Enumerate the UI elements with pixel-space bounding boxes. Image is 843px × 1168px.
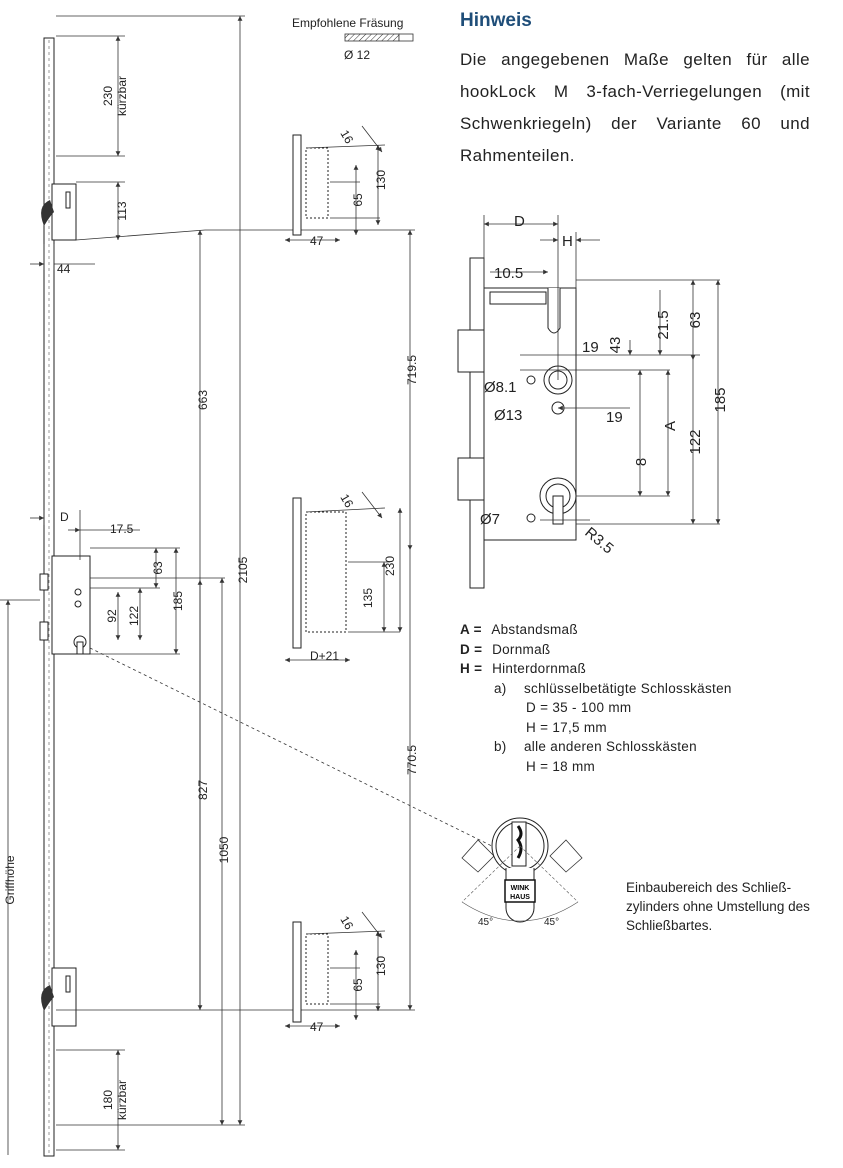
detail-d: D	[514, 213, 525, 230]
cylinder-caption: Einbaubereich des Schließ-zylinders ohne…	[626, 880, 810, 933]
legend-label-d: Dornmaß	[492, 641, 551, 657]
cylinder-angle-right: 45°	[544, 917, 559, 928]
dim-1050: 1050	[217, 836, 231, 863]
strike-top-47: 47	[310, 234, 324, 248]
detail-h: H	[562, 233, 573, 250]
legend-key-d: D =	[460, 641, 483, 657]
detail-19b: 19	[606, 409, 623, 426]
legend-key-a: A =	[460, 622, 482, 637]
strike-mid-230: 230	[383, 556, 397, 576]
detail-a: A	[662, 421, 679, 431]
milling-title: Empfohlene Fräsung	[292, 16, 404, 30]
detail-10-5: 10.5	[494, 265, 523, 282]
legend-sub-a-label: schlüsselbetätigte Schlosskästen	[524, 680, 732, 696]
strike-plate-bottom: 16 65 130 47	[285, 911, 388, 1034]
dim-663: 663	[196, 390, 210, 410]
detail-185: 185	[712, 387, 729, 412]
cylinder-angle-left: 45°	[478, 917, 493, 928]
winkhaus-logo	[504, 879, 536, 903]
main-lock-strip	[39, 37, 91, 1157]
detail-19a: 19	[582, 339, 599, 356]
lock-case-detail: D H 10.5 63 21.5 19 43 Ø8.1 Ø13 19 A 122…	[457, 213, 729, 589]
milling-note: Empfohlene Fräsung Ø 12	[292, 16, 414, 62]
dim-backset: 17.5	[110, 522, 134, 536]
dim-bottom-cut: 180	[101, 1090, 115, 1110]
strike-plate-top: 16 65 130 47	[285, 125, 388, 248]
strike-bottom-65: 65	[351, 978, 365, 992]
legend-label-a: Abstandsmaß	[491, 622, 578, 637]
legend-sub-b-label: alle anderen Schlosskästen	[524, 739, 697, 754]
dim-122: 122	[127, 606, 141, 626]
svg-text:WINK: WINK	[511, 885, 530, 892]
detail-43: 43	[607, 337, 624, 354]
detail-o8-1: Ø8.1	[484, 379, 517, 396]
key-profile-icon	[516, 825, 523, 859]
strike-mid-d21: D+21	[310, 649, 339, 663]
legend: A = Abstandsmaß D = Dornmaß H = Hinterdo…	[460, 620, 732, 776]
dim-top-cut: 230	[101, 86, 115, 106]
strike-bottom-16: 16	[337, 914, 356, 933]
bottom-hook-bolt	[41, 967, 77, 1027]
dim-width: 44	[57, 262, 71, 276]
strike-bottom-47: 47	[310, 1020, 324, 1034]
detail-o7: Ø7	[480, 511, 500, 528]
strike-bottom-130: 130	[374, 956, 388, 976]
dim-92: 92	[105, 609, 119, 623]
strike-top-16: 16	[337, 128, 356, 147]
dim-handle-height: Griffhöhe	[3, 855, 17, 904]
dim-hook-top: 113	[115, 201, 129, 220]
detail-8: 8	[633, 458, 650, 466]
dim-63: 63	[151, 561, 165, 575]
legend-key-h: H =	[460, 661, 483, 676]
milling-diameter: Ø 12	[344, 48, 371, 62]
dim-d: D	[60, 510, 69, 524]
detail-o13: Ø13	[494, 407, 522, 424]
hint-text: Die angegebenen Maße gelten für alle hoo…	[460, 50, 810, 165]
dim-top-cut-note: kürzbar	[115, 76, 129, 116]
strike-top-130: 130	[374, 170, 388, 190]
dim-total-2105: 2105	[236, 556, 250, 583]
main-dimension-labels: 230 kürzbar 113 44 663 2105 719.5 D 17.5…	[3, 76, 419, 1120]
svg-text:HAUS: HAUS	[510, 894, 530, 901]
legend-sub-b-h: H = 18 mm	[526, 758, 596, 774]
strike-mid-16: 16	[337, 492, 356, 511]
legend-label-h: Hinterdornmaß	[492, 661, 586, 676]
top-hook-bolt	[41, 183, 77, 241]
strike-plate-middle: 16 135 230 D+21	[285, 492, 403, 663]
legend-sub-b-marker: b)	[494, 739, 507, 754]
center-lock-case	[39, 555, 91, 655]
dim-827: 827	[196, 780, 210, 800]
detail-122: 122	[687, 429, 704, 454]
strike-top-65: 65	[351, 193, 365, 207]
hint-title: Hinweis	[460, 10, 532, 31]
dim-719-5: 719.5	[405, 355, 419, 385]
detail-63: 63	[687, 312, 704, 329]
legend-sub-a-marker: a)	[494, 680, 507, 696]
detail-r3-5: R3.5	[581, 524, 616, 557]
main-dimension-lines	[0, 15, 501, 1155]
cylinder-detail: WINK HAUS 45° 45°	[461, 817, 583, 928]
dim-185: 185	[171, 591, 185, 611]
dim-bottom-cut-note: kürzbar	[115, 1080, 129, 1120]
dim-770-5: 770.5	[405, 745, 419, 775]
detail-21-5: 21.5	[655, 310, 672, 339]
legend-sub-a-h: H = 17,5 mm	[526, 719, 607, 735]
strike-mid-135: 135	[361, 588, 375, 608]
legend-sub-a-d: D = 35 - 100 mm	[526, 700, 632, 715]
milling-tool-icon	[344, 33, 414, 42]
